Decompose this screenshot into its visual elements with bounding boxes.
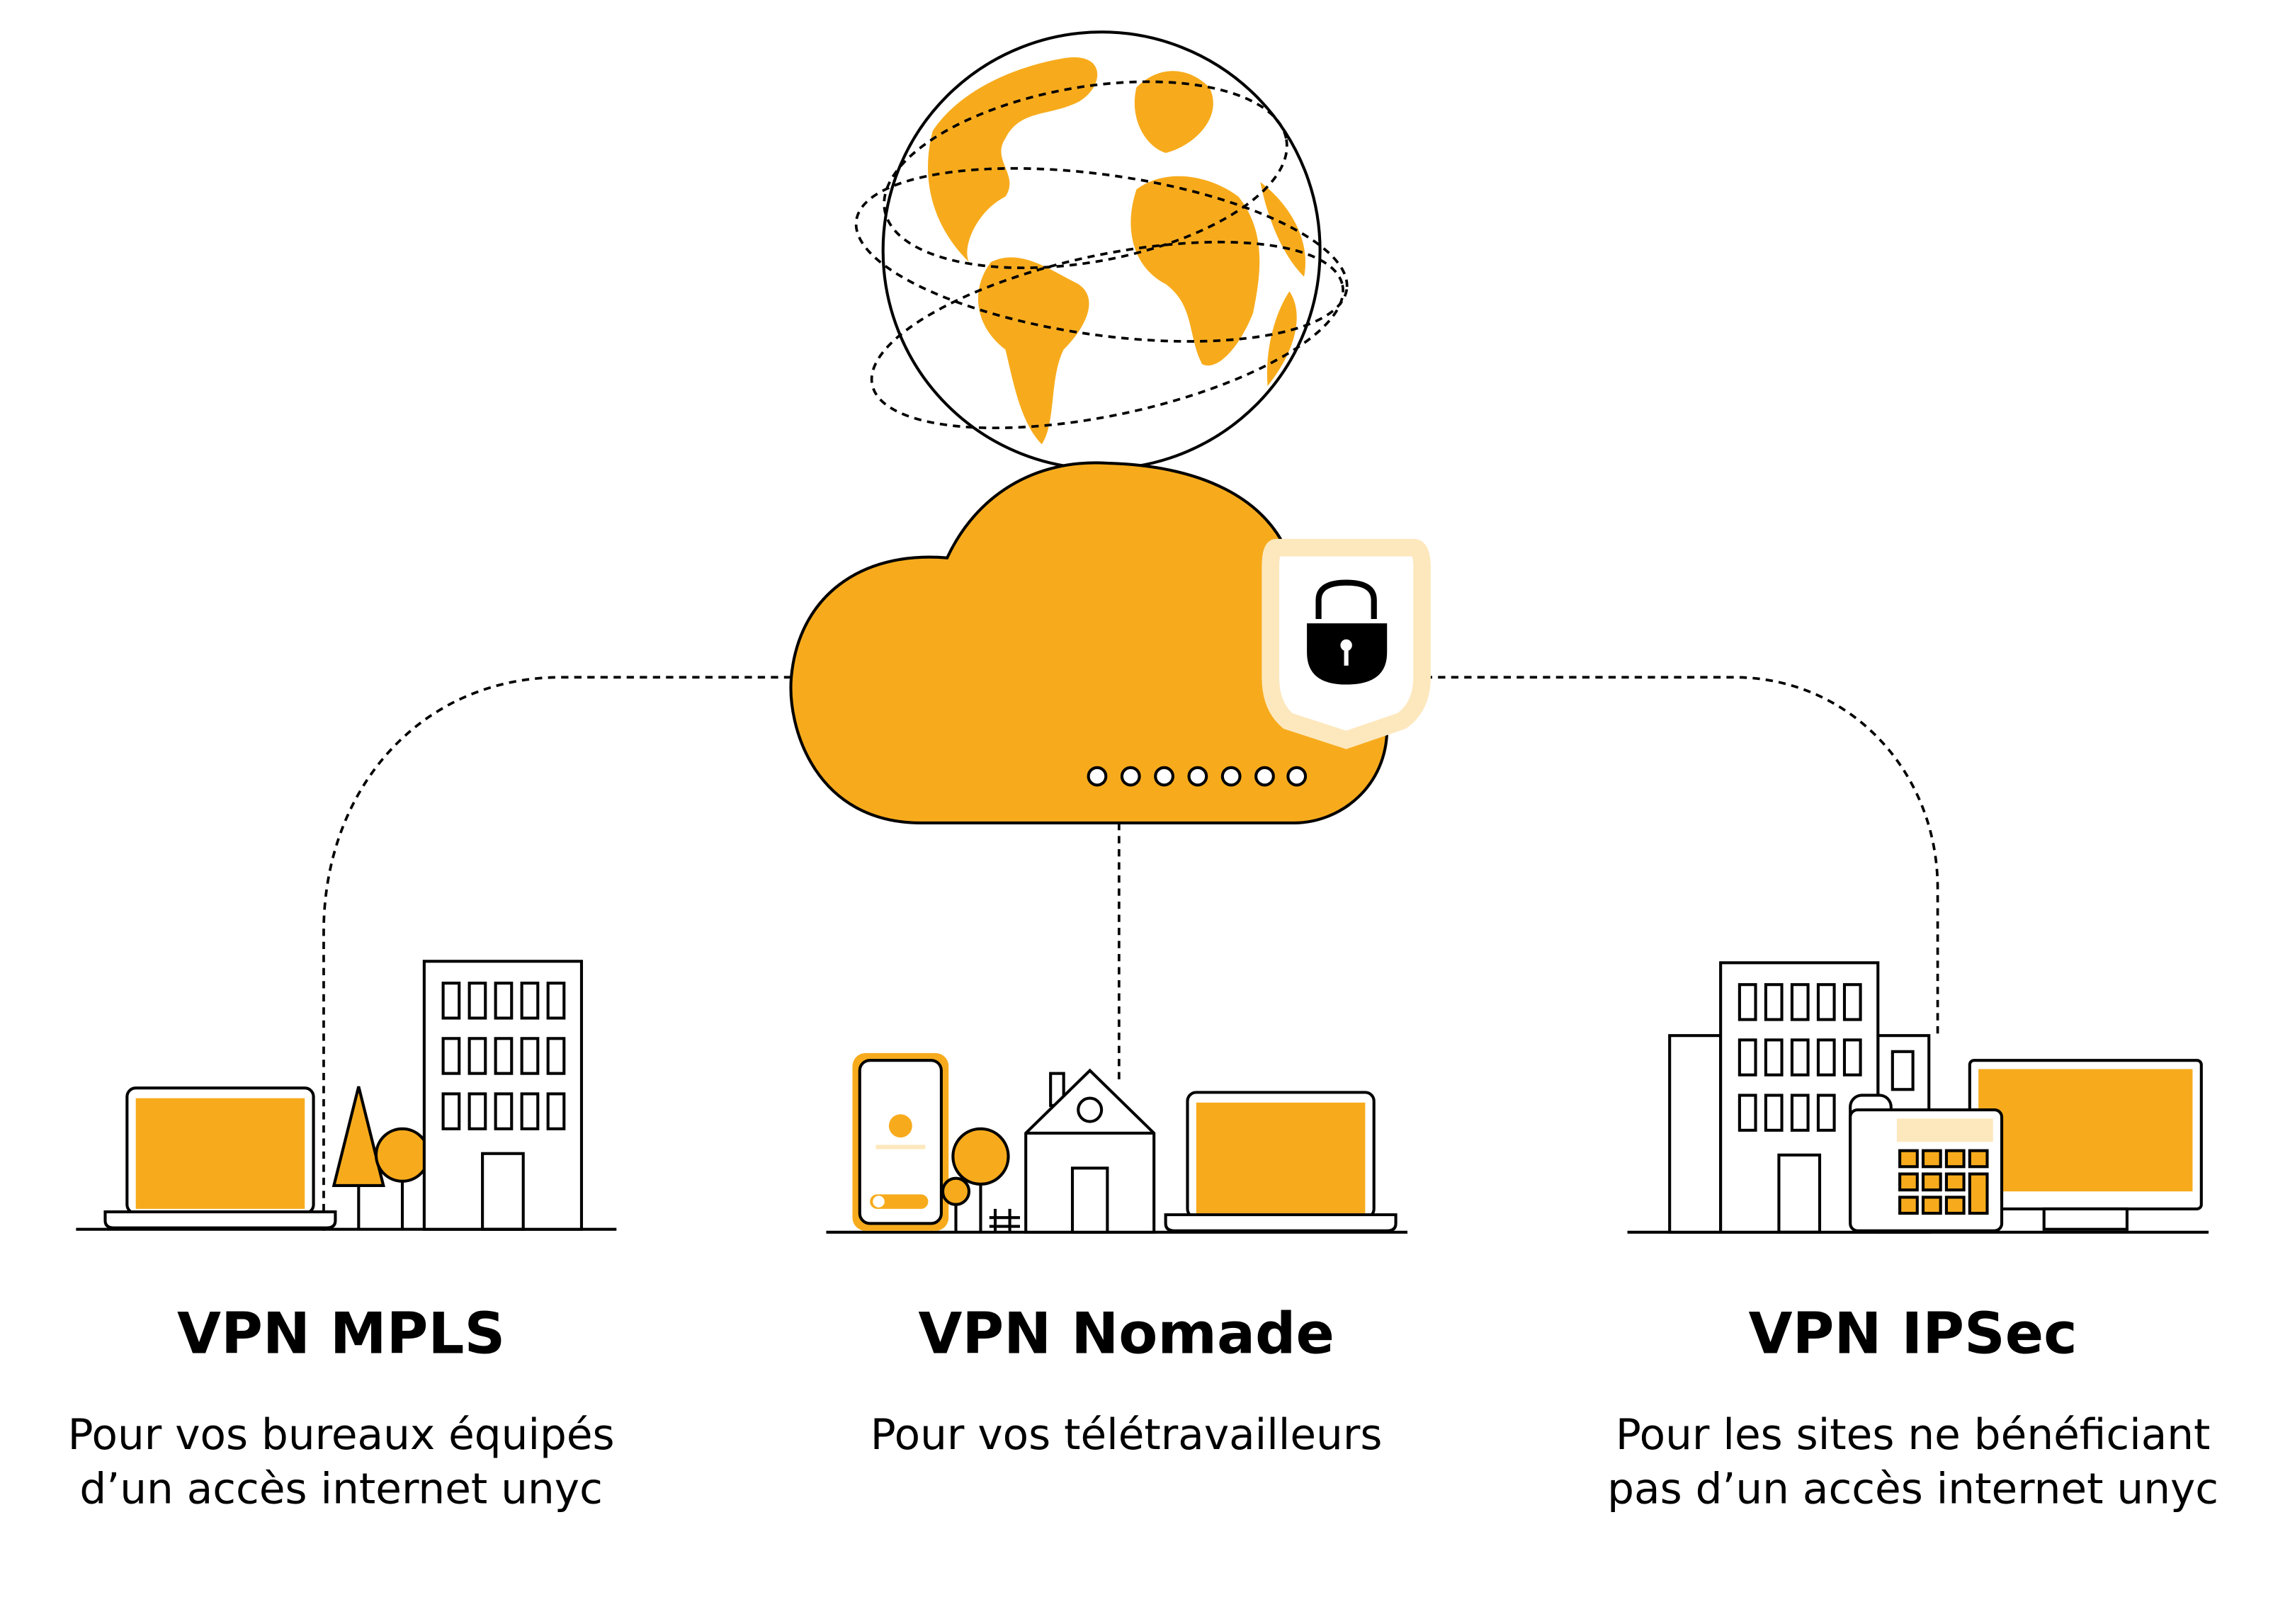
mpls-title: VPN MPLS <box>177 1300 505 1366</box>
desk-phone-icon <box>1849 1094 2004 1232</box>
nomade-description-line1: Pour vos télétravailleurs <box>871 1411 1383 1460</box>
mpls-description-line2: d’un accès internet unyc <box>79 1465 602 1514</box>
tree-icon <box>331 1086 431 1230</box>
laptop-icon <box>103 1086 337 1230</box>
house-icon <box>1024 1068 1156 1234</box>
connection-line-mpls <box>322 676 792 1231</box>
connection-line-ipsec <box>1424 676 1939 1038</box>
ipsec-title: VPN IPSec <box>1749 1300 2078 1366</box>
nomade-title: VPN Nomade <box>918 1300 1334 1366</box>
laptop-icon <box>1164 1091 1398 1232</box>
globe-icon <box>854 30 1349 471</box>
smartphone-icon <box>852 1052 949 1231</box>
mpls-illustration <box>76 960 617 1231</box>
status-dots <box>1087 766 1308 787</box>
shield-icon <box>1262 538 1431 749</box>
monitor-icon <box>1968 1059 2203 1231</box>
tree-icon <box>941 1127 1020 1232</box>
ipsec-description-line1: Pour les sites ne bénéficiant <box>1616 1411 2211 1460</box>
nomade-illustration <box>826 1052 1408 1234</box>
padlock-icon <box>1307 579 1388 685</box>
ipsec-illustration <box>1627 961 2209 1234</box>
mpls-description-line1: Pour vos bureaux équipés <box>68 1411 615 1460</box>
office-building-icon <box>422 960 584 1231</box>
ipsec-description-line2: pas d’un accès internet unyc <box>1607 1465 2218 1514</box>
